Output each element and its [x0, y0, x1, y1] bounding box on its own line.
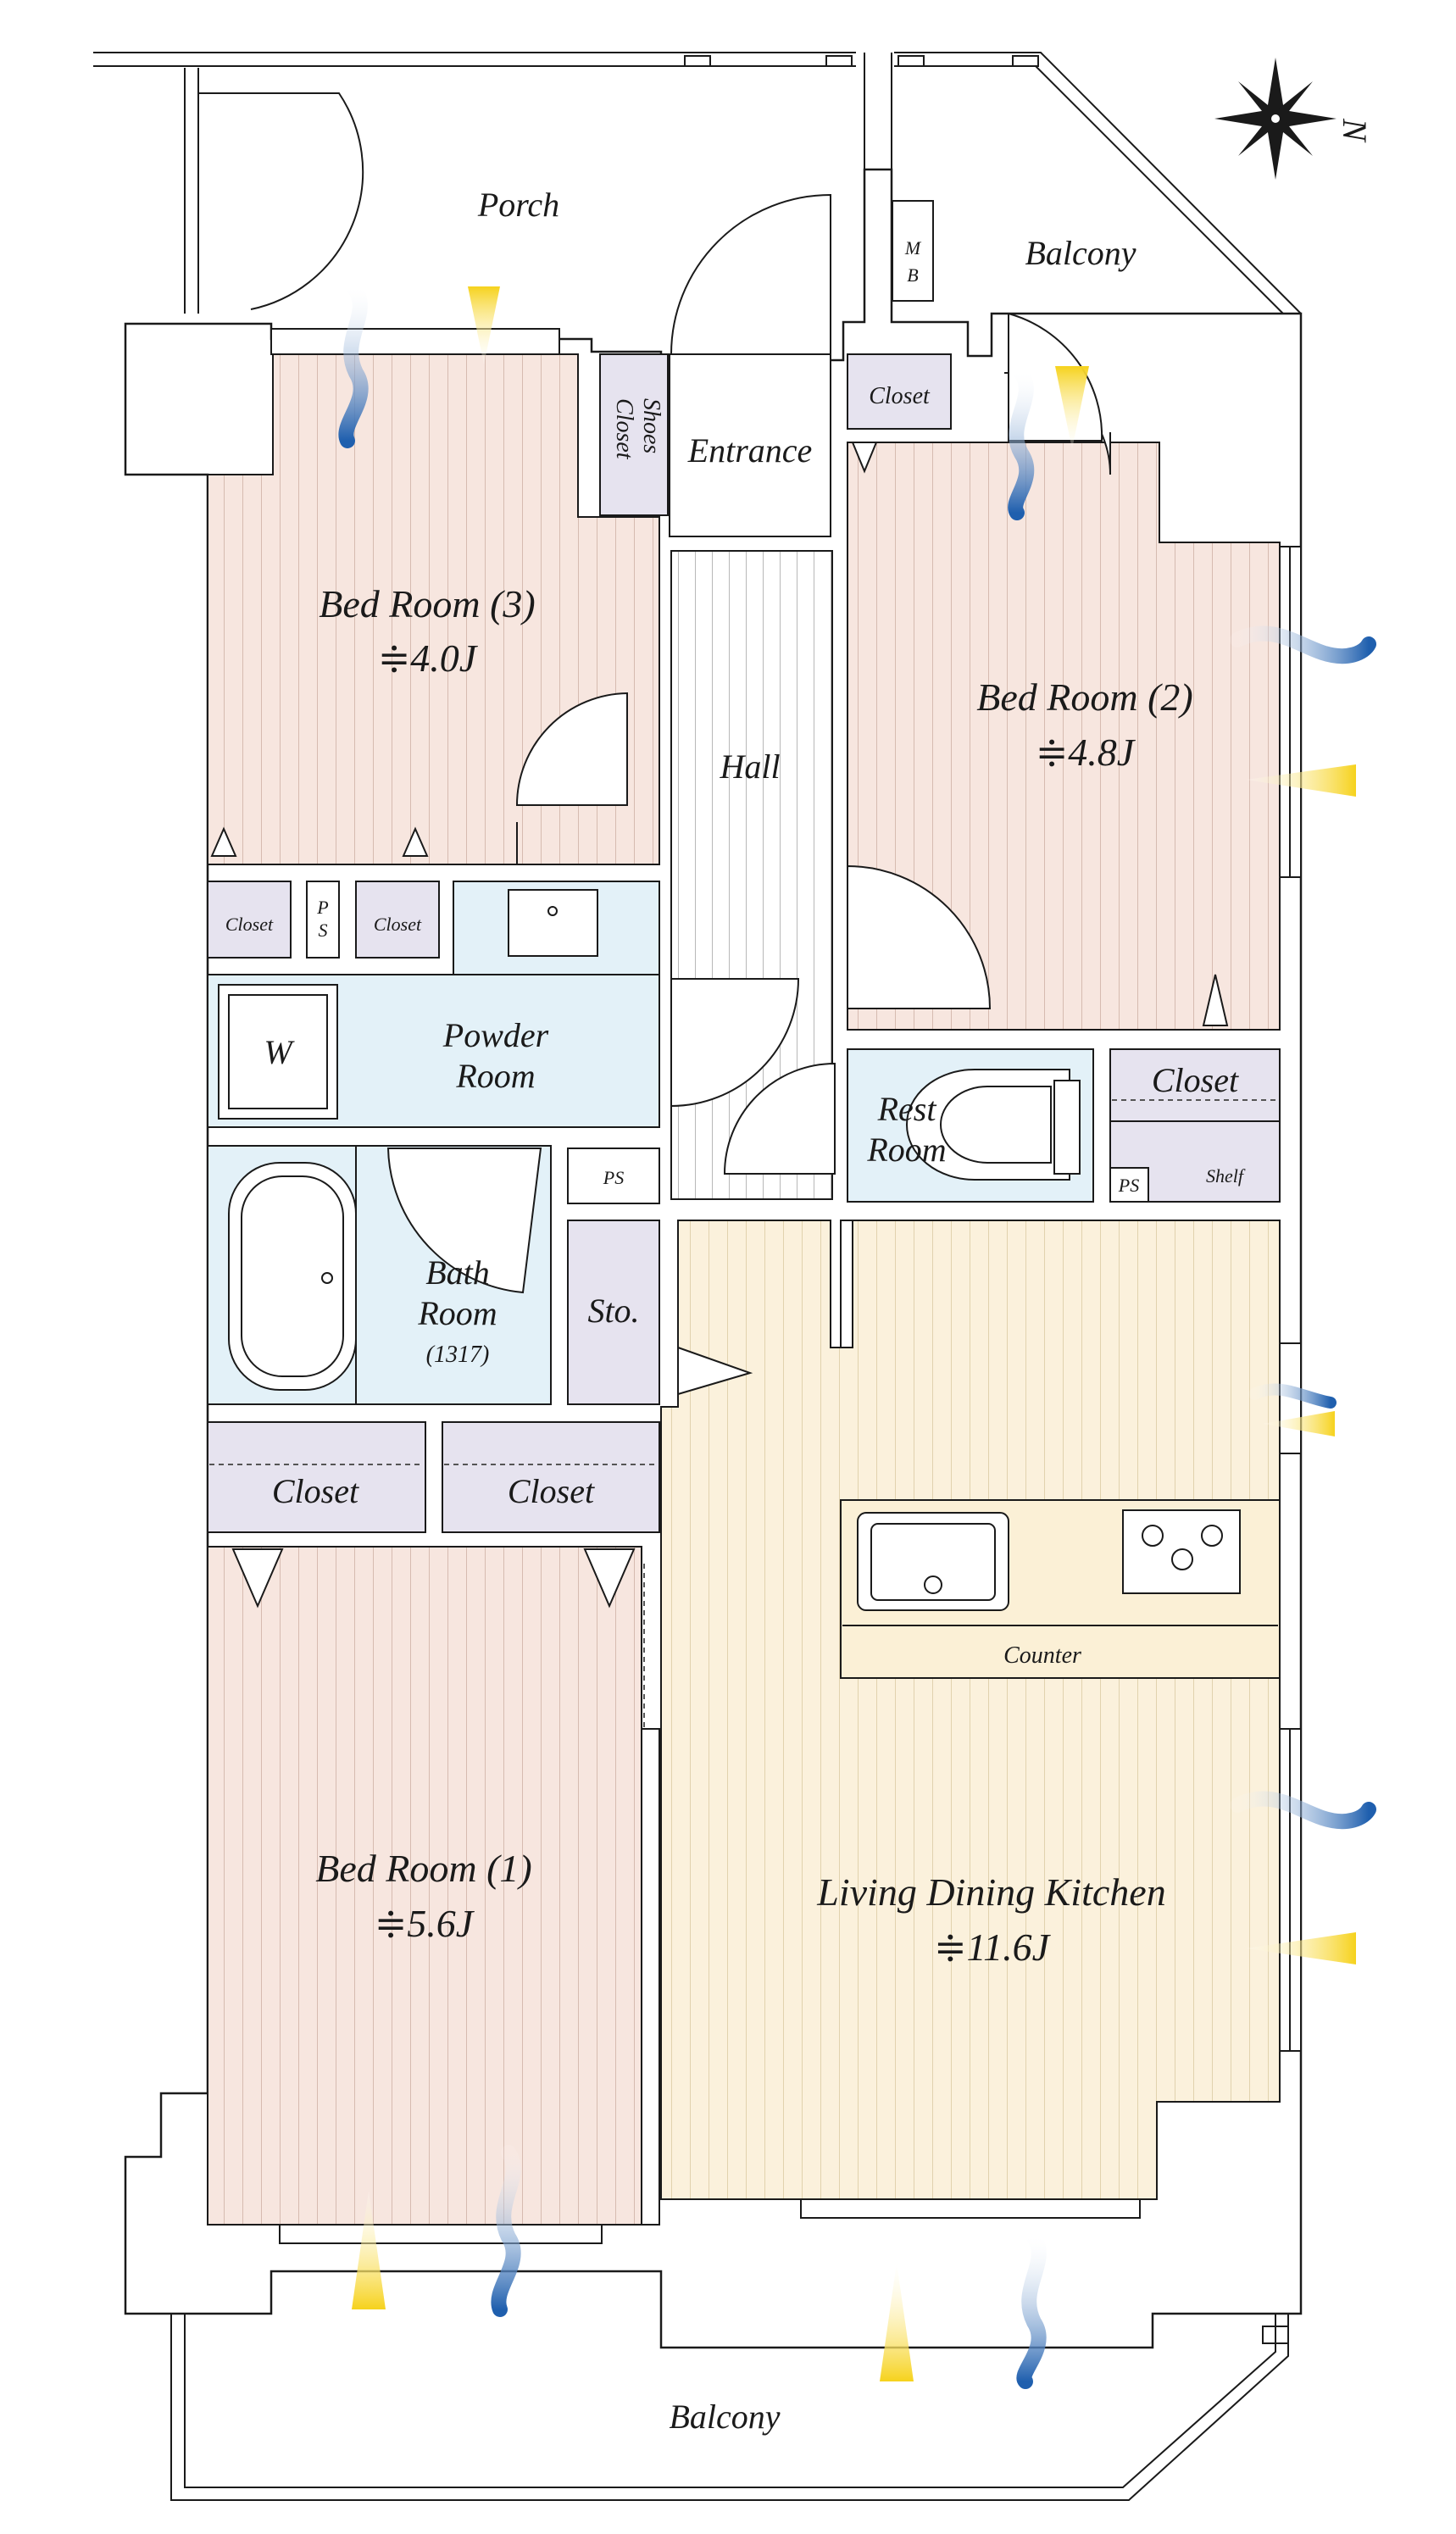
- storage-label: Sto.: [587, 1292, 639, 1330]
- closet-top-right: [847, 353, 952, 430]
- svg-text:PS: PS: [1118, 1175, 1139, 1196]
- wind-arrow: [1248, 1383, 1337, 1409]
- living-dining-kitchen: Counter Living Dining Kitchen ≑11.6J: [660, 1220, 1302, 2219]
- hall-label: Hall: [719, 747, 780, 786]
- meter-box: M B: [892, 200, 934, 302]
- rest-room-label2: Room: [866, 1131, 946, 1169]
- svg-text:Closet: Closet: [869, 383, 931, 409]
- closet-small-a: [207, 881, 292, 959]
- sink-basin: [508, 889, 598, 957]
- sun-arrow: [1263, 1411, 1335, 1436]
- sun-arrow: [1055, 366, 1089, 449]
- svg-text:Closet: Closet: [225, 914, 274, 935]
- ldk-label: Living Dining Kitchen: [816, 1870, 1165, 1914]
- airflow-indicators: [338, 281, 1376, 2389]
- entrance: Shoes Closet Entrance: [599, 193, 831, 537]
- powder-room-label2: Room: [455, 1057, 535, 1095]
- bedroom-2-size: ≑4.8J: [1036, 731, 1136, 774]
- ps-a: [306, 881, 340, 959]
- bedroom-2-label: Bed Room (2): [976, 675, 1192, 719]
- bedroom-1-closets: Closet Closet: [207, 1421, 660, 1533]
- bottom-balcony: Balcony: [170, 2314, 1289, 2501]
- sun-arrow: [880, 2263, 914, 2381]
- closet-small-b: [355, 881, 440, 959]
- svg-text:Closet: Closet: [508, 1472, 595, 1510]
- sun-arrow: [1246, 764, 1356, 797]
- powder-room-area: Closet P S Closet W Powder Room: [207, 881, 660, 1128]
- ldk-size: ≑11.6J: [934, 1926, 1052, 1969]
- counter-label: Counter: [1003, 1642, 1081, 1669]
- shoes-closet-label1: Shoes: [638, 398, 664, 453]
- ps-b: [567, 1148, 660, 1204]
- svg-text:PS: PS: [603, 1167, 624, 1188]
- balcony-bottom-label: Balcony: [669, 2398, 780, 2436]
- wind-arrow: [1016, 2230, 1047, 2389]
- sun-arrow: [352, 2191, 386, 2309]
- sun-arrow: [468, 286, 500, 364]
- bedroom-3-label: Bed Room (3): [319, 582, 535, 625]
- porch-label: Porch: [477, 186, 559, 224]
- bathtub: [228, 1162, 357, 1391]
- storage: [567, 1220, 660, 1405]
- bedroom-3-size: ≑4.0J: [378, 636, 479, 680]
- balcony-top-label: Balcony: [1025, 234, 1136, 272]
- svg-text:P: P: [316, 897, 328, 918]
- closet-bed1-a: [207, 1421, 426, 1533]
- wind-arrow: [338, 281, 369, 448]
- stove: [1122, 1509, 1241, 1594]
- rest-room-label1: Rest: [877, 1090, 937, 1128]
- svg-text:Closet: Closet: [374, 914, 422, 935]
- bedroom-1: Bed Room (1) ≑5.6J: [207, 1546, 660, 2244]
- svg-text:B: B: [907, 264, 918, 286]
- wind-arrow: [491, 2145, 521, 2317]
- rest-room-area: Rest Room Closet Shelf PS: [847, 1048, 1281, 1203]
- closet-bed1-b: [442, 1421, 660, 1533]
- bedroom-2: Closet Bed Room (2) ≑4.8J: [847, 313, 1302, 1031]
- shoes-closet-label2: Closet: [611, 398, 637, 460]
- wind-arrow: [1008, 365, 1035, 520]
- powder-room-label1: Powder: [442, 1016, 549, 1054]
- wind-arrow: [1230, 625, 1376, 664]
- porch-outline: [93, 52, 856, 314]
- wind-arrow: [1230, 1791, 1376, 1830]
- svg-text:Closet: Closet: [1152, 1061, 1239, 1099]
- svg-text:Closet: Closet: [272, 1472, 359, 1510]
- bedroom-3: Bed Room (3) ≑4.0J: [207, 328, 660, 865]
- closet-rest: [1109, 1048, 1281, 1122]
- ps-c: [1109, 1167, 1149, 1203]
- bedroom-1-size: ≑5.6J: [375, 1902, 475, 1945]
- shoes-closet: [599, 353, 669, 516]
- bath-room-label1: Bath: [425, 1253, 490, 1292]
- svg-text:S: S: [319, 920, 328, 941]
- kitchen-sink: [857, 1512, 1009, 1611]
- washer-label: W: [264, 1033, 295, 1071]
- bath-room-area: Bath Room (1317) PS Sto.: [207, 1145, 660, 1405]
- sun-arrow: [1246, 1932, 1356, 1964]
- bedroom-1-label: Bed Room (1): [315, 1847, 531, 1890]
- bath-room-size: (1317): [426, 1342, 490, 1368]
- washer-pan: [218, 984, 338, 1120]
- svg-text:M: M: [904, 237, 922, 258]
- compass-icon: N: [1214, 58, 1374, 180]
- svg-text:Shelf: Shelf: [1206, 1165, 1246, 1186]
- bath-room-label2: Room: [417, 1294, 497, 1332]
- entrance-label: Entrance: [687, 431, 813, 470]
- compass-north-label: N: [1336, 118, 1374, 143]
